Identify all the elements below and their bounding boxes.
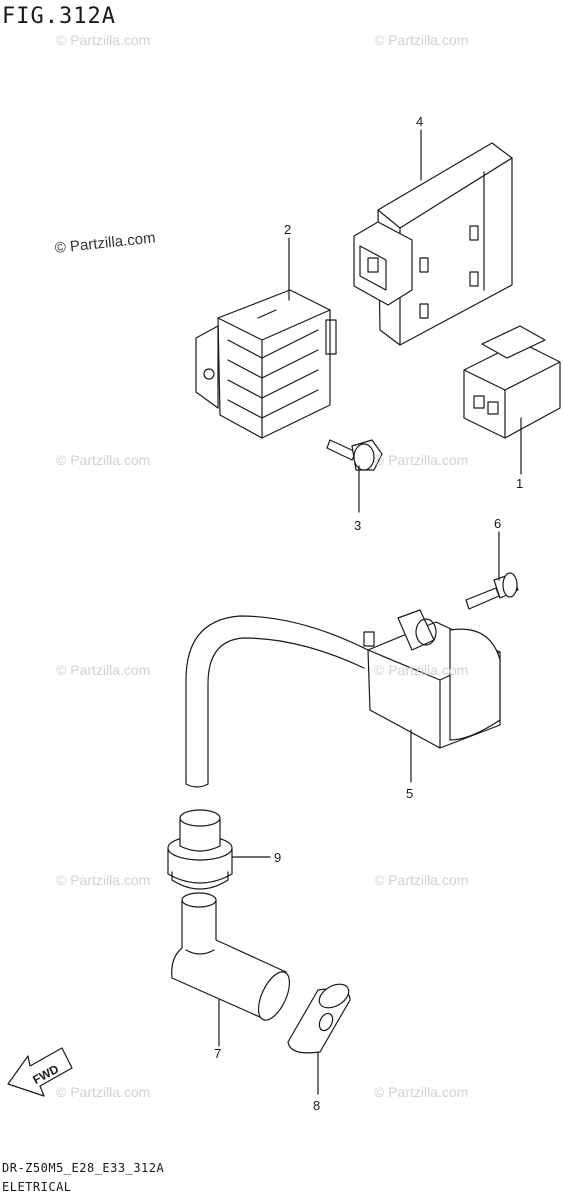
watermark-1: © Partzilla.com [56, 32, 151, 48]
cap-seal-icon [287, 983, 351, 1054]
part-number-5: 5 [406, 786, 413, 801]
figure-code: DR-Z50M5_E28_E33_312A [2, 1161, 165, 1175]
watermark-8: © Partzilla.com [374, 872, 469, 888]
watermark-10: © Partzilla.com [374, 1084, 469, 1100]
part-number-6: 6 [494, 516, 501, 531]
part-number-4: 4 [416, 114, 423, 129]
watermark-9: © Partzilla.com [56, 1084, 151, 1100]
coupler-icon [463, 325, 561, 439]
bolt-icon [326, 439, 383, 471]
plug-cap-icon [171, 892, 291, 1021]
part-number-7: 7 [214, 1046, 221, 1061]
figure-title: FIG.312A [2, 4, 116, 29]
cdi-unit-icon [353, 142, 513, 346]
watermark-5: © Partzilla.com [56, 662, 151, 678]
section-name: ELETRICAL [2, 1180, 72, 1194]
ignition-coil-icon [185, 609, 501, 788]
watermark-6: © Partzilla.com [374, 662, 469, 678]
part-number-3: 3 [354, 518, 361, 533]
part-number-1: 1 [516, 476, 523, 491]
part-number-2: 2 [284, 222, 291, 237]
part-number-8: 8 [313, 1098, 320, 1113]
watermark-2: © Partzilla.com [374, 32, 469, 48]
watermark-4: © Partzilla.com [374, 452, 469, 468]
cushion-icon [167, 809, 233, 890]
watermark-3: © Partzilla.com [56, 452, 151, 468]
bolt-icon [465, 572, 519, 610]
part-number-9: 9 [274, 850, 281, 865]
regulator-rectifier-icon [195, 289, 337, 439]
watermark-7: © Partzilla.com [56, 872, 151, 888]
